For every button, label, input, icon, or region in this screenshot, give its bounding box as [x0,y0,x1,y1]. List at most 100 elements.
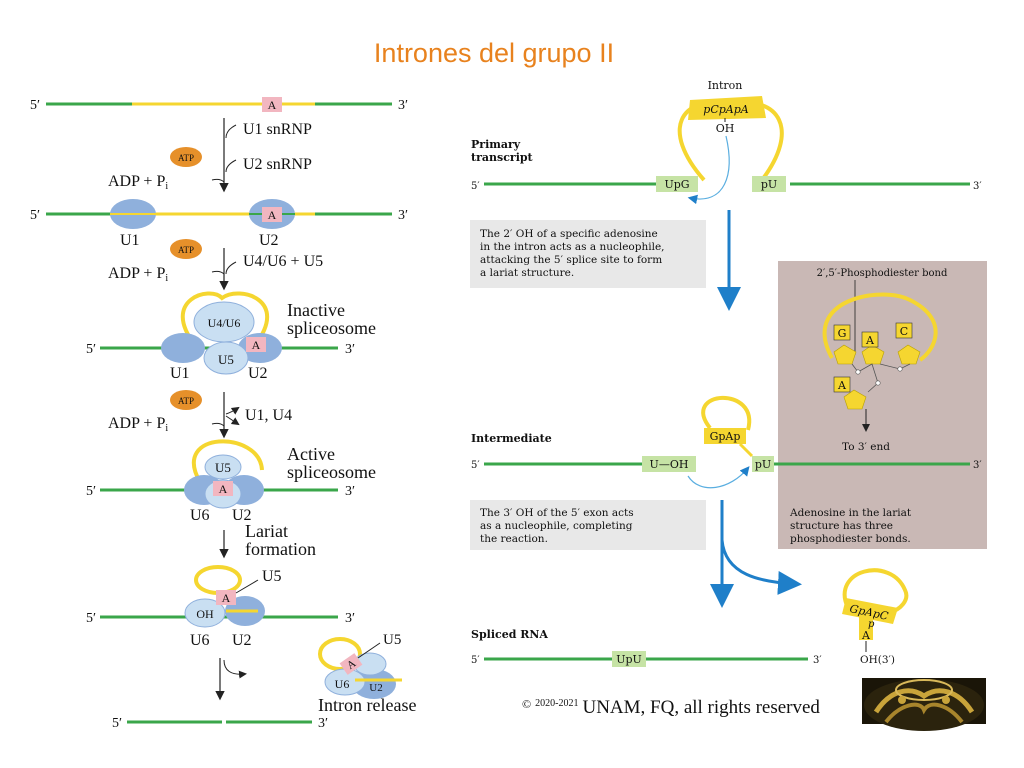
pcpapa-label: pCpApA [703,103,748,116]
u1-u4-label: U1, U4 [245,407,292,424]
note-box-1: The 2′ OH of a specific adenosine in the… [470,220,706,288]
svg-text:5′: 5′ [112,716,122,731]
note1-line2: in the intron acts as a nucleophile, [480,241,665,253]
gpap-box [704,428,746,444]
upu-label: UpU [616,653,642,666]
intron-release-label: Intron release [318,695,416,715]
active-label-2: spliceosome [287,462,376,482]
svg-text:U2: U2 [232,632,252,649]
oh-label: OH [716,122,735,135]
spliced-mrna-row: 5′ 3′ [112,716,328,731]
lariat-a-label: A [861,629,871,642]
svg-text:ATP: ATP [178,245,194,255]
note1-line1: The 2′ OH of a specific adenosine [480,228,658,240]
upg-box [656,176,698,192]
note1-line4: a lariat structure. [480,267,574,279]
released-intron: A U5 U6 U2 Intron release [318,632,416,715]
svg-text:U2: U2 [369,682,382,694]
pcpapa-tag [688,96,766,120]
unam-logo [862,678,986,731]
gpapc-tag [842,598,898,624]
primary-transcript: Intron pCpApA OH Primary transcript 5′ U… [471,79,982,205]
note2-line3: the reaction. [480,533,548,545]
svg-text:5′: 5′ [471,655,480,666]
adenosine-box [262,97,282,112]
step-lariat-formation: Lariat formation [219,521,316,559]
premrna-row: 5′ A 3′ [30,97,408,113]
svg-text:5′: 5′ [471,460,480,471]
note2-line2: as a nucleophile, completing [480,520,633,532]
svg-text:U6: U6 [335,677,350,691]
lariat-label-2: formation [245,539,316,559]
primary-label-2: transcript [471,151,534,164]
active-label-1: Active [287,444,335,464]
upg-label: UpG [664,178,689,191]
base-a: A [865,334,875,347]
u-oh-label: U—OH [650,458,689,471]
copyright-text: UNAM, FQ, all rights reserved [582,697,820,718]
phosphodiester-box: 2′,5′-Phosphodiester bond G A C A To 3′ … [778,261,987,549]
inactive-label-1: Inactive [287,300,345,320]
lariat-row: 5′ A U5 OH 3′ U6 U2 [86,565,355,649]
note-box-2: The 3′ OH of the 5′ exon acts as a nucle… [470,500,706,550]
svg-text:3′: 3′ [973,460,982,471]
u4u6-u5-label: U4/U6 + U5 [243,253,323,270]
base-a-lariat: A [837,379,847,392]
u-oh-box [642,456,696,472]
u1-label: U1 [120,232,140,249]
svg-text:3′: 3′ [345,484,355,499]
excised-lariat: GpApC p A OH(3′) [842,568,909,666]
svg-text:U6: U6 [190,632,210,649]
lariat-release-arrow [720,539,802,595]
upu-box [612,651,646,667]
inactive-spliceosome: 5′ A U4/U6 U5 3′ U1 U2 Inactive spliceos… [86,291,376,382]
intermediate: GpAp Intermediate 5′ U—OH pU 3′ [471,395,982,489]
base-g: G [838,327,847,340]
svg-text:ADP + Pi: ADP + Pi [108,415,168,434]
svg-text:A: A [219,482,228,496]
left-panel: 5′ A 3′ U1 snRNP ATP U2 snRNP ADP + Pi 5… [30,97,416,731]
copyright-years: 2020-2021 [535,697,579,709]
nucleophile-arrow-2 [687,466,750,489]
pu-label: pU [761,178,777,191]
adp-pi-label: ADP + Pi [108,173,168,192]
svg-text:A: A [252,338,261,352]
atp-badge [170,147,202,167]
svg-text:ATP: ATP [178,396,194,406]
note2-line1: The 3′ OH of the 5′ exon acts [480,507,634,519]
svg-text:U5: U5 [383,632,401,648]
note1-line3: attacking the 5′ splice site to form [480,254,662,266]
base-c: C [900,325,908,338]
u2-snrnp-label: U2 snRNP [243,156,312,173]
step-u1-u2-binding: U1 snRNP ATP U2 snRNP ADP + Pi [108,118,312,193]
svg-text:3′: 3′ [973,181,982,192]
u1-u2-bound-row: 5′ A 3′ U1 U2 [30,199,408,249]
svg-text:U2: U2 [248,365,268,382]
page-title: Intrones del grupo II [373,38,615,68]
u5-label: U5 [218,352,234,367]
svg-text:U2: U2 [232,507,252,524]
primary-label-1: Primary [471,138,521,151]
u2-label: U2 [259,232,279,249]
intron-label: Intron [708,79,743,92]
gpap-label: GpAp [710,430,741,443]
pu-box [752,176,786,192]
three-prime-label: 3′ [398,98,408,113]
u1-snrnp-label: U1 snRNP [243,121,312,138]
spliced-rna-label: Spliced RNA [471,628,548,641]
svg-text:5′: 5′ [86,342,96,357]
u4u6-label: U4/U6 [208,316,241,330]
atp-label: ATP [178,153,194,163]
phospho-note-1: Adenosine in the lariat [789,507,912,519]
five-prime-label: 5′ [30,98,40,113]
svg-text:3′: 3′ [813,655,822,666]
svg-text:pU: pU [755,458,771,471]
phosphodiester-title: 2′,5′-Phosphodiester bond [817,268,948,279]
phospho-note-3: phosphodiester bonds. [790,533,911,545]
svg-text:3′: 3′ [345,342,355,357]
spliced-rna: Spliced RNA 5′ UpU 3′ [471,628,822,667]
svg-text:U5: U5 [215,460,231,475]
svg-text:A: A [222,591,231,605]
svg-text:3′: 3′ [345,611,355,626]
